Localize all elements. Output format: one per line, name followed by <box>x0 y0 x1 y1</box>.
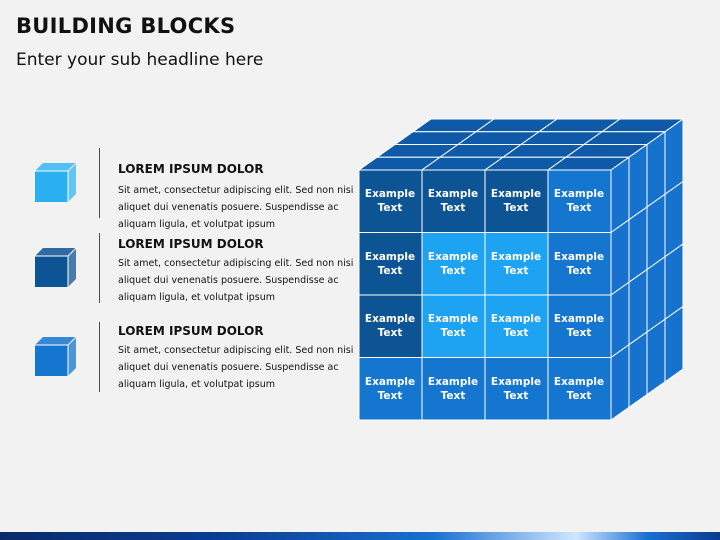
cube-cell-label-line: Example <box>553 250 605 263</box>
cube-cell-label-line: Text <box>566 202 592 215</box>
item-body: Sit amet, consectetur adipiscing elit. S… <box>118 342 358 393</box>
cube-cell-label-line: Example <box>553 188 605 201</box>
cube-icon <box>35 336 77 376</box>
cube-cell-label-line: Example <box>427 250 479 263</box>
cube-cell-label-line: Text <box>503 389 529 402</box>
cube-cell-label-line: Example <box>427 313 479 326</box>
cube-cell-label-line: Example <box>364 250 416 263</box>
cube-cell-label-line: Text <box>440 389 466 402</box>
cube-side-block <box>610 343 630 421</box>
divider-line <box>99 233 100 303</box>
cube-cell-label-line: Example <box>490 188 542 201</box>
cube-cell-label-line: Example <box>490 375 542 388</box>
cube-icon <box>35 162 77 202</box>
item-3: LOREM IPSUM DOLOR Sit amet, consectetur … <box>30 322 353 414</box>
cube-side-block <box>664 305 684 383</box>
cube-side-block <box>628 331 648 409</box>
cube-cell-label-line: Text <box>377 202 403 215</box>
divider-line <box>99 148 100 218</box>
item-body-line: aliquet dui venenatis posuere. Suspendis… <box>118 275 339 286</box>
cube-cell-label-line: Text <box>377 264 403 277</box>
item-body-line: aliquam ligula, et volutpat ipsum <box>118 292 275 303</box>
cube-cell-label-line: Text <box>377 389 403 402</box>
cube-cell-label-line: Example <box>364 313 416 326</box>
cube-cell-label-line: Example <box>427 188 479 201</box>
divider-line <box>99 322 100 392</box>
cube-cell-label-line: Text <box>440 202 466 215</box>
cube-front-block <box>547 357 612 421</box>
cube-cell-label-line: Text <box>566 389 592 402</box>
cube-cell-label-line: Text <box>566 327 592 340</box>
cube-side-block <box>646 318 666 396</box>
building-blocks-cube <box>357 118 685 421</box>
item-heading: LOREM IPSUM DOLOR <box>118 237 264 251</box>
item-body-line: aliquam ligula, et volutpat ipsum <box>118 219 275 230</box>
item-body-line: Sit amet, consectetur adipiscing elit. S… <box>118 258 354 269</box>
item-heading: LOREM IPSUM DOLOR <box>118 324 264 338</box>
cube-cell-label-line: Text <box>503 202 529 215</box>
slide-subtitle: Enter your sub headline here <box>16 50 264 70</box>
item-heading: LOREM IPSUM DOLOR <box>118 162 264 176</box>
item-body-line: aliquet dui venenatis posuere. Suspendis… <box>118 362 339 373</box>
item-body-line: aliquet dui venenatis posuere. Suspendis… <box>118 202 339 213</box>
cube-cell-label-line: Text <box>503 327 529 340</box>
item-body-line: Sit amet, consectetur adipiscing elit. S… <box>118 345 354 356</box>
cube-cell-label-line: Text <box>377 327 403 340</box>
cube-cell-label-line: Text <box>566 264 592 277</box>
cube-cell-label-line: Text <box>440 264 466 277</box>
cube-cell-label-line: Text <box>503 264 529 277</box>
cube-cell-label-line: Example <box>553 375 605 388</box>
item-2: LOREM IPSUM DOLOR Sit amet, consectetur … <box>30 233 353 325</box>
cube-cell-label-line: Example <box>490 313 542 326</box>
slide-title: BUILDING BLOCKS <box>16 14 236 38</box>
footer-bar <box>0 532 720 540</box>
cube-icon <box>35 247 77 287</box>
cube-cell-label-line: Example <box>364 375 416 388</box>
cube-cell-label-line: Example <box>553 313 605 326</box>
item-body-line: Sit amet, consectetur adipiscing elit. S… <box>118 185 354 196</box>
cube-cell-label-line: Text <box>440 327 466 340</box>
item-body: Sit amet, consectetur adipiscing elit. S… <box>118 182 358 233</box>
item-1: LOREM IPSUM DOLOR Sit amet, consectetur … <box>30 148 353 240</box>
item-body-line: aliquam ligula, et volutpat ipsum <box>118 379 275 390</box>
cube-cell-label-line: Example <box>490 250 542 263</box>
cube-cell-label-line: Example <box>364 188 416 201</box>
cube-cell-label-line: Example <box>427 375 479 388</box>
item-body: Sit amet, consectetur adipiscing elit. S… <box>118 255 358 306</box>
